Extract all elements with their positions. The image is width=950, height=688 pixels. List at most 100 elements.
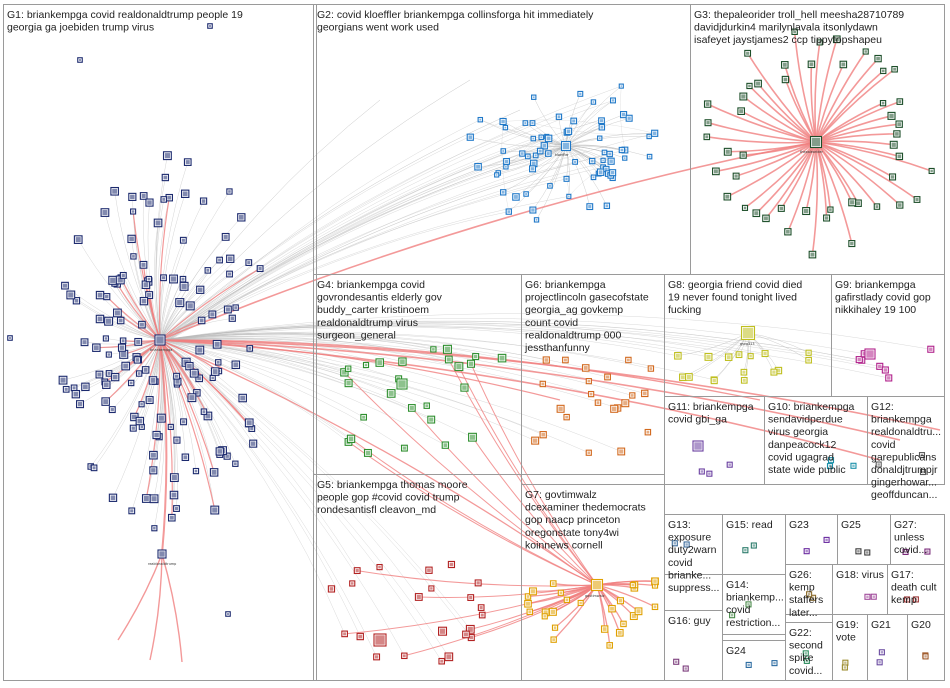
reply-edge xyxy=(815,141,828,219)
graph-node-image xyxy=(898,100,902,104)
graph-node-image xyxy=(439,628,446,634)
graph-node-image xyxy=(675,660,678,663)
graph-node-image xyxy=(329,587,334,591)
group-label-g2: G2: covid kloeffler briankempga collinsf… xyxy=(317,9,594,21)
group-label-g27: covid... xyxy=(894,544,927,556)
group-label-g8: G8: georgia friend covid died xyxy=(668,279,802,291)
graph-node-image xyxy=(225,307,230,312)
group-label-g13: G13: xyxy=(668,519,691,531)
graph-node-image xyxy=(209,25,211,27)
graph-node-image xyxy=(476,581,480,585)
graph-node-image xyxy=(742,370,746,374)
graph-node-image xyxy=(920,453,924,457)
graph-node-image xyxy=(742,327,754,339)
graph-node-image xyxy=(747,603,750,606)
edge xyxy=(78,239,161,341)
graph-node-image xyxy=(746,51,750,55)
graph-node-image xyxy=(150,452,156,458)
graph-node-image xyxy=(233,362,239,368)
reply-edge xyxy=(159,141,817,341)
graph-node-image xyxy=(620,148,624,152)
graph-node-image xyxy=(864,50,867,53)
graph-node-image xyxy=(600,125,604,129)
edge xyxy=(167,136,547,341)
graph-node-image xyxy=(110,495,116,501)
graph-node-image xyxy=(622,622,625,626)
graph-node-image xyxy=(550,609,556,614)
graph-node-image xyxy=(189,395,195,401)
graph-node-image xyxy=(618,599,623,603)
graph-node-image xyxy=(824,216,829,220)
graph-node-image xyxy=(606,375,610,379)
group-label-g12: briankempga xyxy=(871,414,932,426)
edge xyxy=(503,145,567,152)
graph-node-image xyxy=(227,256,233,262)
graph-node-image xyxy=(169,425,173,429)
graph-node-image xyxy=(891,142,896,147)
graph-node-image xyxy=(828,464,832,468)
reply-edge xyxy=(815,115,892,143)
graph-node-image xyxy=(872,595,875,598)
graph-node-image xyxy=(779,206,783,211)
graph-node-image xyxy=(604,167,608,171)
graph-node-image xyxy=(811,596,815,599)
reply-edge xyxy=(815,141,932,172)
graph-node-image xyxy=(444,346,451,352)
edge xyxy=(159,119,601,341)
group-label-g22: second xyxy=(789,640,823,652)
graph-node-image xyxy=(850,241,854,246)
graph-node-image xyxy=(876,56,880,61)
graph-node-image xyxy=(807,358,811,362)
graph-node-image xyxy=(929,347,933,351)
graph-node-image xyxy=(159,551,165,557)
graph-node-image xyxy=(197,376,202,381)
group-label-g12: covid xyxy=(871,439,896,451)
reply-edge xyxy=(815,141,853,244)
graph-node-image xyxy=(216,360,220,364)
graph-node-image xyxy=(9,337,11,339)
panel-g7 xyxy=(521,484,665,681)
graph-node-image xyxy=(825,538,828,542)
panel-g20 xyxy=(907,614,945,681)
graph-node-image xyxy=(469,596,473,600)
graph-node-image xyxy=(416,594,421,600)
graph-node-image xyxy=(234,462,237,466)
graph-node-image xyxy=(880,651,884,654)
reply-edge xyxy=(159,339,901,441)
reply-edge xyxy=(765,141,817,219)
graph-node-image xyxy=(400,359,405,364)
group-label-g9: gafirstlady covid gop xyxy=(835,292,931,304)
graph-node-image xyxy=(653,605,657,609)
graph-node-image xyxy=(97,292,103,298)
graph-node-image xyxy=(456,364,462,370)
graph-node-image xyxy=(834,37,839,42)
edge xyxy=(159,217,242,341)
graph-node-image xyxy=(212,369,218,374)
group-label-g7: dcexaminer thedemocrats xyxy=(525,502,646,514)
graph-node-image xyxy=(926,550,929,553)
reply-edge xyxy=(158,197,170,341)
graph-node-image xyxy=(542,143,547,148)
graph-node-image xyxy=(169,515,174,520)
graph-node-image xyxy=(246,420,252,426)
edge xyxy=(159,339,364,418)
graph-node-image xyxy=(565,177,568,181)
group-label-g6: realdonaldtrump 000 xyxy=(525,329,621,341)
graph-node-image xyxy=(117,277,123,283)
graph-node-image xyxy=(97,316,103,322)
panel-g1 xyxy=(3,4,317,681)
edge xyxy=(159,339,358,571)
graph-node-image xyxy=(398,380,406,388)
graph-node-image xyxy=(107,353,111,356)
graph-node-image xyxy=(889,113,894,119)
graph-node-image xyxy=(878,364,882,369)
edge xyxy=(164,161,576,341)
graph-node-image xyxy=(161,276,166,280)
edge xyxy=(159,333,715,380)
edge xyxy=(159,268,261,341)
graph-node-image xyxy=(924,655,927,658)
graph-node-image xyxy=(565,415,569,419)
graph-node-image xyxy=(530,589,536,594)
reply-edge xyxy=(159,339,761,401)
